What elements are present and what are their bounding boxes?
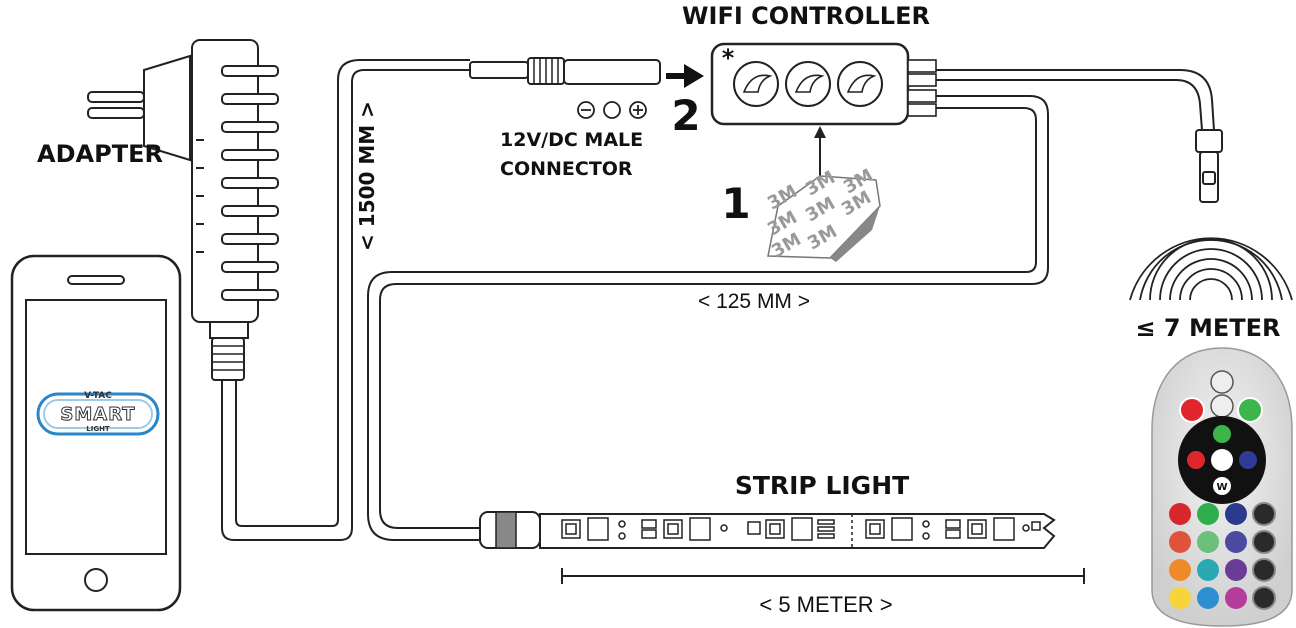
polarity-symbol-icon bbox=[577, 101, 647, 119]
power-adapter-icon bbox=[87, 39, 279, 381]
adhesive-tape-icon: 3M 3M 3M 3M 3M 3M 3M 3M bbox=[764, 165, 881, 262]
receiver-cable-inner bbox=[935, 79, 1203, 131]
ir-remote-icon: W bbox=[1151, 347, 1293, 627]
color-key-r3-c3[interactable] bbox=[1225, 559, 1247, 581]
cables bbox=[221, 59, 1215, 541]
strip-cable-inner bbox=[367, 107, 1037, 541]
adapter-cable-inner bbox=[235, 59, 470, 527]
white-key-label: W bbox=[1216, 482, 1227, 493]
adapter-label: ADAPTER bbox=[37, 140, 163, 168]
connector-label-line2: CONNECTOR bbox=[500, 158, 633, 180]
color-key-r1-c2[interactable] bbox=[1197, 503, 1219, 525]
led-strip-icon bbox=[479, 511, 1056, 549]
ir-receiver-icon bbox=[1195, 129, 1223, 203]
color-key-r2-c1[interactable] bbox=[1169, 531, 1191, 553]
color-key-r4-c1[interactable] bbox=[1169, 587, 1191, 609]
arrow-right-icon bbox=[666, 64, 704, 88]
app-title: SMART bbox=[60, 404, 135, 425]
adapter-cable bbox=[221, 69, 470, 541]
color-key-r3-c4[interactable] bbox=[1252, 558, 1276, 582]
app-subtitle: LIGHT bbox=[86, 425, 110, 433]
wireless-signal-icon bbox=[1129, 237, 1293, 301]
step-1-number: 1 bbox=[721, 179, 750, 228]
red-button[interactable] bbox=[1187, 451, 1205, 469]
color-key-r4-c3[interactable] bbox=[1225, 587, 1247, 609]
color-key-r2-c3[interactable] bbox=[1225, 531, 1247, 553]
wifi-controller-title: WIFI CONTROLLER bbox=[682, 2, 930, 30]
connector-label-line1: 12V/DC MALE bbox=[500, 129, 643, 151]
receiver-cable bbox=[935, 69, 1215, 131]
color-key-r2-c2[interactable] bbox=[1197, 531, 1219, 553]
smart-light-logo: V-TAC SMART LIGHT bbox=[36, 391, 160, 436]
white-button[interactable] bbox=[1213, 477, 1231, 495]
smartphone-icon: V-TAC SMART LIGHT bbox=[10, 254, 182, 612]
dc-connector-icon bbox=[469, 57, 661, 85]
strip-cable bbox=[379, 95, 1049, 529]
gap-length-label: < 125 MM > bbox=[698, 290, 810, 313]
app-brand: V-TAC bbox=[84, 391, 112, 401]
color-key-r1-c4[interactable] bbox=[1252, 502, 1276, 526]
color-key-r3-c1[interactable] bbox=[1169, 559, 1191, 581]
step-2-number: 2 bbox=[671, 91, 700, 140]
color-key-grid bbox=[1169, 502, 1276, 610]
cable-length-label: < 1500 MM > bbox=[355, 101, 379, 251]
strip-length-label: < 5 METER > bbox=[759, 592, 892, 617]
color-key-r1-c1[interactable] bbox=[1169, 503, 1191, 525]
color-key-r4-c2[interactable] bbox=[1197, 587, 1219, 609]
arrow-up-icon bbox=[814, 126, 826, 176]
color-key-r4-c4[interactable] bbox=[1252, 586, 1276, 610]
wifi-controller-icon: * bbox=[710, 42, 937, 126]
strip-light-label: STRIP LIGHT bbox=[735, 471, 909, 500]
strip-length-dimension bbox=[561, 568, 1085, 584]
color-key-r3-c2[interactable] bbox=[1197, 559, 1219, 581]
blue-button[interactable] bbox=[1239, 451, 1257, 469]
controller-mark: * bbox=[722, 44, 735, 72]
green-button[interactable] bbox=[1213, 425, 1231, 443]
power-on-button[interactable] bbox=[1237, 397, 1263, 423]
white-center-button[interactable] bbox=[1211, 449, 1233, 471]
remote-range-label: ≤ 7 METER bbox=[1135, 314, 1280, 342]
power-off-button[interactable] bbox=[1179, 397, 1205, 423]
color-key-r2-c4[interactable] bbox=[1252, 530, 1276, 554]
color-key-r1-c3[interactable] bbox=[1225, 503, 1247, 525]
